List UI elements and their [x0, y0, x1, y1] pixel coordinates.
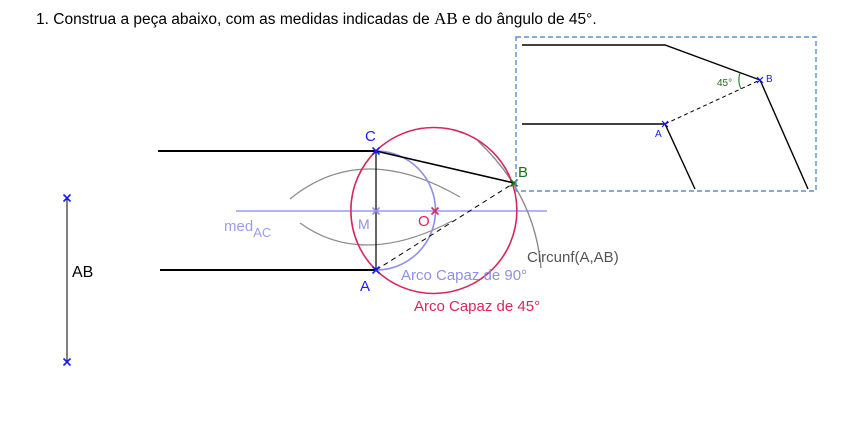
point-c	[371, 146, 381, 156]
label-med-main: med	[224, 218, 253, 235]
exercise-number: 1.	[36, 11, 49, 28]
inset-angle-arc	[738, 72, 742, 90]
inset-frame	[515, 36, 817, 192]
inset-label-a: A	[655, 129, 662, 140]
label-arco90: Arco Capaz de 90°	[401, 267, 527, 284]
circunf-ab-arc	[477, 140, 542, 269]
upper-construction-arc	[289, 168, 461, 200]
label-circunf: Circunf(A,AB)	[527, 249, 619, 266]
label-mediatrix: medAC	[224, 218, 271, 240]
inset-figure: A B 45°	[515, 36, 817, 192]
label-o: O	[418, 213, 430, 230]
point-a	[371, 265, 381, 275]
label-arco45: Arco Capaz de 45°	[414, 298, 540, 315]
exercise-prompt: 1. Construa a peça abaixo, com as medida…	[36, 9, 597, 29]
label-m: M	[358, 216, 370, 232]
inset-angle-label: 45°	[717, 78, 732, 89]
prompt-text-middle: e do ângulo de	[462, 11, 565, 28]
segment-cb	[375, 150, 515, 184]
label-med-sub: AC	[253, 225, 271, 240]
label-b: B	[518, 164, 528, 181]
inset-label-b: B	[766, 74, 773, 85]
ab-measure-label: AB	[72, 264, 93, 281]
segment-ab-dashed	[375, 182, 515, 271]
point-o	[430, 206, 440, 216]
lower-construction-arc	[299, 220, 453, 246]
prompt-text-start: Construa a peça abaixo, com as medidas i…	[53, 11, 430, 28]
label-a: A	[360, 278, 370, 295]
label-c: C	[365, 128, 376, 145]
prompt-segment-ab: AB	[434, 9, 458, 28]
ab-measure-top-point	[62, 193, 72, 203]
inset-inner-edge	[522, 123, 696, 190]
inset-outer-edge	[522, 44, 809, 190]
point-m	[371, 206, 381, 216]
inset-segment-ab	[664, 79, 761, 125]
prompt-angle: 45°.	[568, 11, 597, 28]
ab-measure: AB	[62, 193, 93, 367]
inset-point-b	[756, 76, 764, 84]
arco-capaz-45-left	[350, 150, 377, 271]
ab-measure-bottom-point	[62, 357, 72, 367]
arco-capaz-45	[375, 126, 518, 295]
inset-point-a	[661, 120, 669, 128]
